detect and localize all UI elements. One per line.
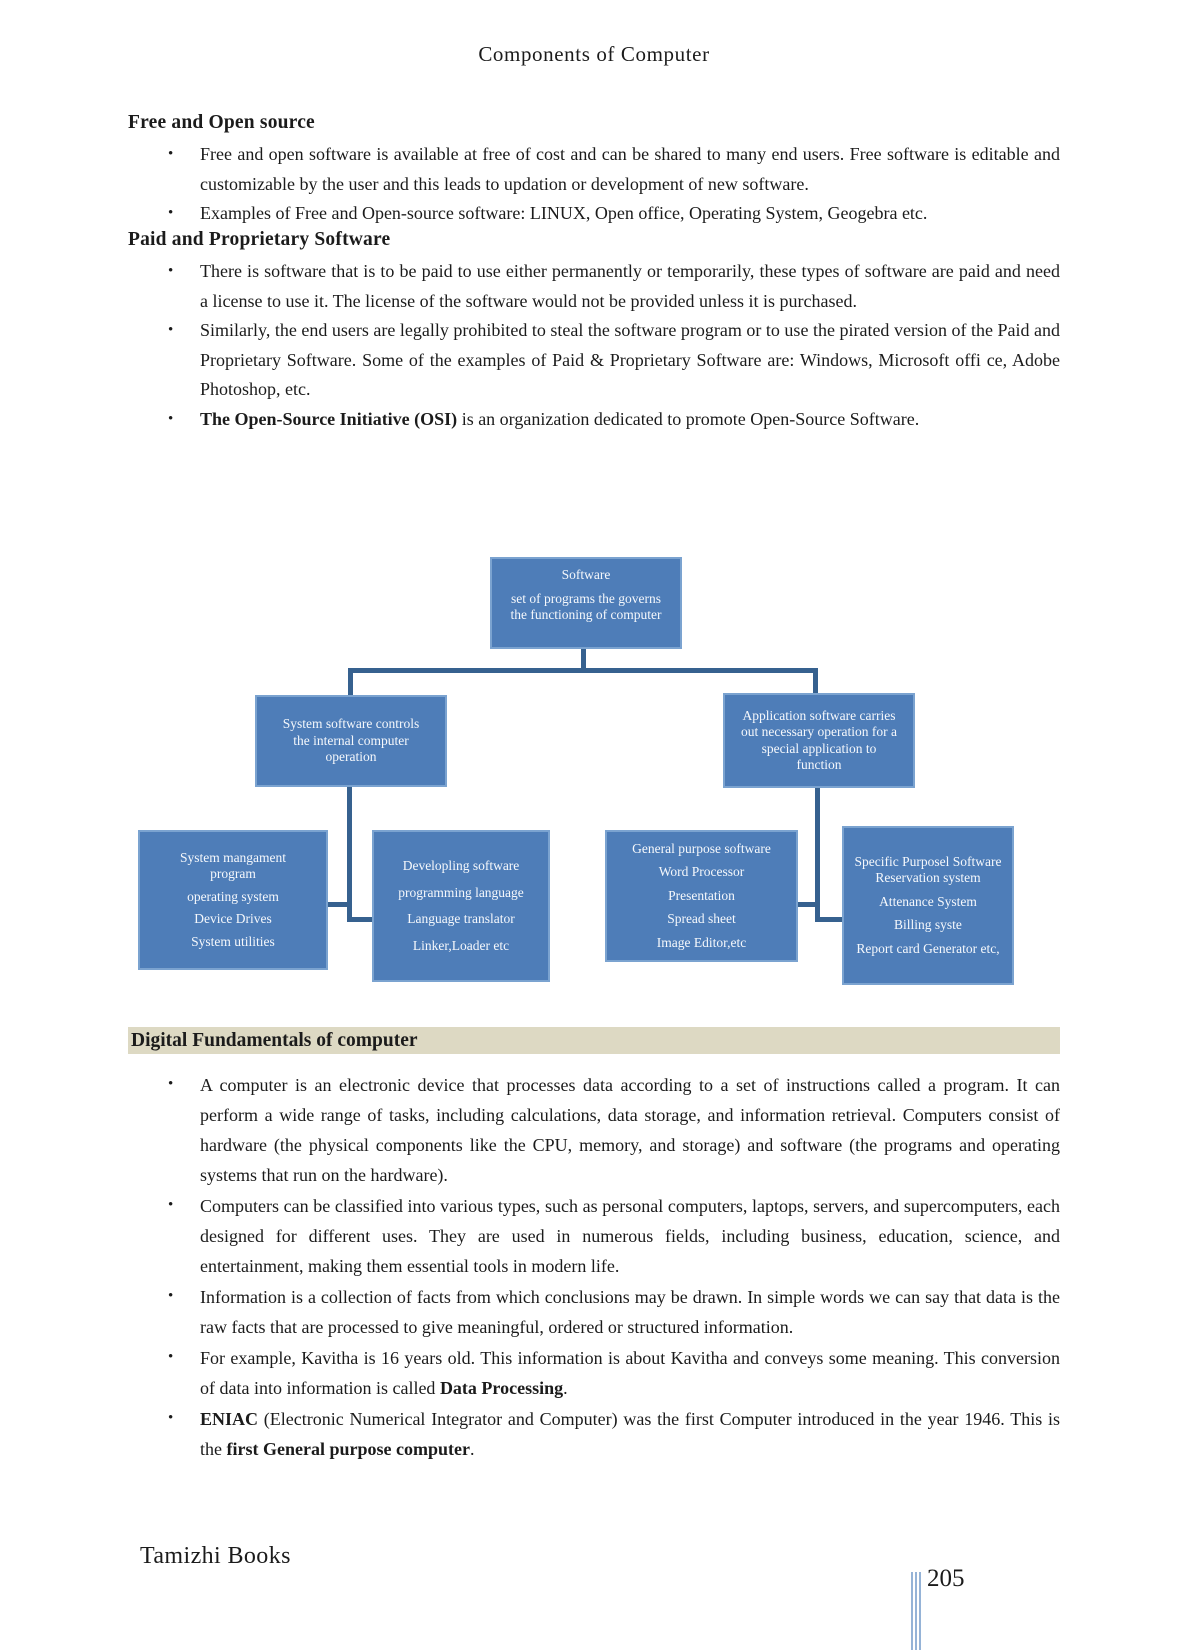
diagram-box-system-software: System software controls the internal co…: [255, 695, 447, 787]
connector-line: [347, 786, 352, 922]
bullet-text: A computer is an electronic device that …: [200, 1075, 1060, 1185]
bullet-text: Similarly, the end users are legally pro…: [200, 320, 1060, 399]
bullet-icon: [168, 1191, 173, 1221]
heading-digital-fundamentals: Digital Fundamentals of computer: [131, 1030, 418, 1051]
bullet-text: Information is a collection of facts fro…: [200, 1287, 1060, 1337]
bullet-icon: [168, 316, 173, 346]
list-item: A computer is an electronic device that …: [128, 1070, 1060, 1190]
box-title: Software: [561, 567, 611, 582]
diagram-box-general-purpose: General purpose software Word Processor …: [605, 830, 798, 962]
box-line: Device Drives: [194, 911, 272, 927]
bullet-text: There is software that is to be paid to …: [200, 261, 1060, 311]
box-line: operating system: [187, 888, 279, 904]
heading-free-open-source: Free and Open source: [128, 112, 315, 133]
connector-line: [348, 668, 818, 673]
box-line: Billing syste: [894, 917, 962, 933]
box-line: General purpose software: [632, 840, 771, 856]
bullet-icon: [168, 199, 173, 229]
heading-paid-proprietary: Paid and Proprietary Software: [128, 229, 391, 250]
diagram-box-application-software: Application software carries out necessa…: [723, 693, 915, 788]
box-line: Attenance System: [879, 893, 977, 909]
list-item: For example, Kavitha is 16 years old. Th…: [128, 1343, 1060, 1403]
bullet-icon: [168, 1343, 173, 1373]
page-title: Components of Computer: [478, 42, 710, 66]
bullet-text: Computers can be classified into various…: [200, 1196, 1060, 1276]
connector-line: [815, 787, 820, 922]
diagram-box-specific-purpose: Specific Purposel Software Reservation s…: [842, 826, 1014, 985]
connector-line: [798, 902, 816, 907]
bullet-icon: [168, 1282, 173, 1312]
bullet-icon: [168, 405, 173, 435]
box-line: Spread sheet: [667, 911, 736, 927]
list-item: Examples of Free and Open-source softwar…: [128, 199, 1060, 229]
connector-line: [347, 917, 374, 922]
connector-line: [581, 648, 586, 672]
bullet-text: Free and open software is available at f…: [200, 144, 1060, 194]
list-item: Information is a collection of facts fro…: [128, 1282, 1060, 1342]
box-line: Specific Purposel Software Reservation s…: [854, 853, 1002, 886]
connector-line: [348, 668, 353, 697]
diagram-box-system-management: System mangament program operating syste…: [138, 830, 328, 970]
box-line: Word Processor: [658, 864, 745, 880]
diagram-box-developing-software: Developling software programming languag…: [372, 830, 550, 982]
box-line: Presentation: [668, 887, 735, 903]
bullet-text: The Open-Source Initiative (OSI) is an o…: [200, 408, 920, 429]
bullet-icon: [168, 1070, 173, 1100]
box-line: System utilities: [191, 933, 275, 949]
bullet-icon: [168, 140, 173, 170]
box-line: Language translator: [407, 911, 515, 926]
box-line: programming language: [398, 884, 524, 900]
bullet-text: ENIAC (Electronic Numerical Integrator a…: [200, 1409, 1060, 1459]
diagram-box-software: Software set of programs the governs the…: [490, 557, 682, 649]
list-item: The Open-Source Initiative (OSI) is an o…: [128, 405, 1060, 435]
footer-page-number: 205: [927, 1565, 965, 1592]
footer-divider: [911, 1572, 921, 1650]
list-item: Similarly, the end users are legally pro…: [128, 316, 1060, 405]
heading-digital-fundamentals-bar: Digital Fundamentals of computer: [128, 1027, 1060, 1054]
free-open-bullet-list: Free and open software is available at f…: [128, 140, 1060, 229]
bullet-icon: [168, 1404, 173, 1434]
box-line: Image Editor,etc: [656, 934, 747, 950]
list-item: There is software that is to be paid to …: [128, 257, 1060, 316]
box-line: Developling software: [402, 858, 520, 873]
bullet-icon: [168, 257, 173, 287]
digital-bullet-list: A computer is an electronic device that …: [128, 1070, 1060, 1465]
box-line: System mangament program: [179, 849, 287, 882]
connector-line: [813, 668, 818, 695]
list-item: Free and open software is available at f…: [128, 140, 1060, 199]
box-line: Linker,Loader etc: [412, 937, 510, 953]
footer-publisher: Tamizhi Books: [140, 1543, 291, 1569]
box-body: System software controls the internal co…: [282, 716, 420, 765]
connector-line: [815, 917, 844, 922]
list-item: ENIAC (Electronic Numerical Integrator a…: [128, 1404, 1060, 1464]
bullet-text: Examples of Free and Open-source softwar…: [200, 203, 928, 223]
list-item: Computers can be classified into various…: [128, 1191, 1060, 1281]
bullet-text: For example, Kavitha is 16 years old. Th…: [200, 1348, 1060, 1398]
connector-line: [327, 902, 348, 907]
box-body: Application software carries out necessa…: [741, 707, 897, 773]
box-body: set of programs the governs the function…: [510, 590, 662, 623]
box-line: Report card Generator etc,: [856, 940, 1000, 956]
paid-bullet-list: There is software that is to be paid to …: [128, 257, 1060, 434]
